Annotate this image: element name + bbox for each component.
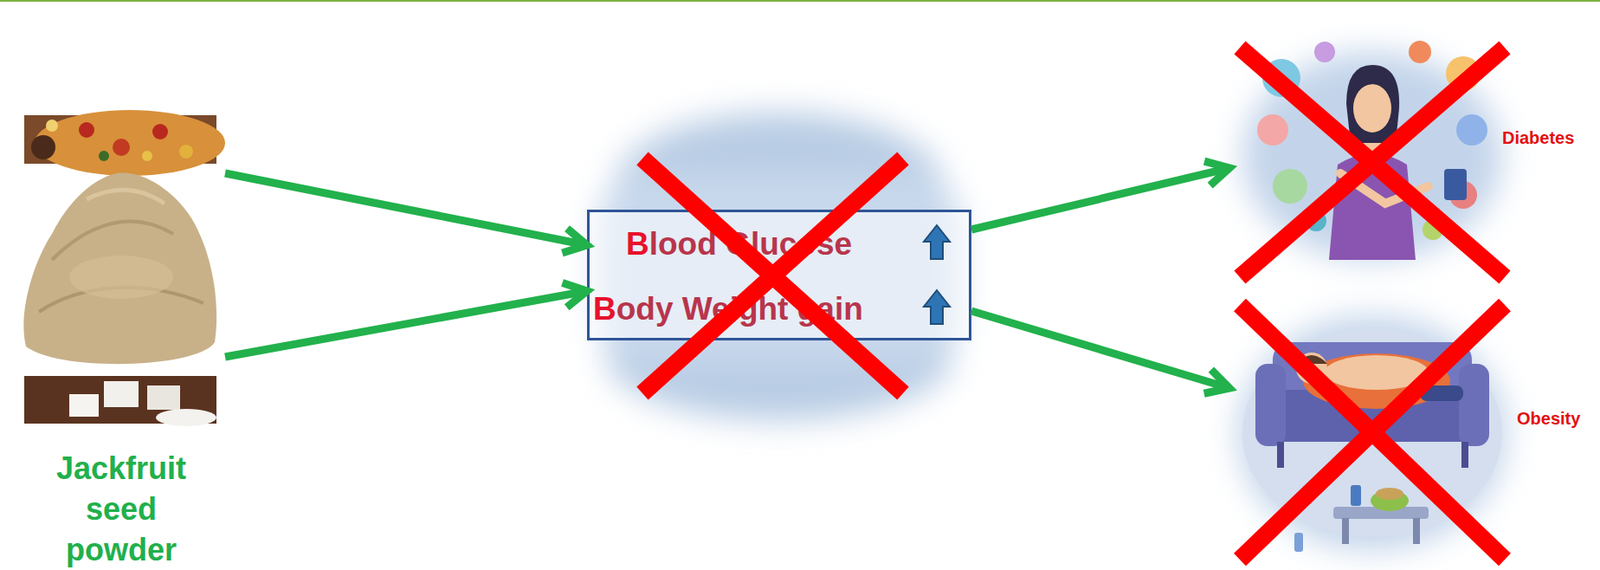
diabetes-illustration-part [1314, 41, 1336, 63]
diabetes-illustration-part [1444, 168, 1467, 200]
diabetes-illustration-part [1350, 72, 1393, 96]
diabetes-illustration-part [1408, 40, 1432, 64]
obesity-illustration-part [1341, 517, 1349, 544]
sugar-photo-part [69, 393, 99, 417]
pizza-photo-part [112, 138, 130, 156]
disease-label: Diabetes [1502, 126, 1575, 149]
diabetes-illustration-part [1346, 64, 1400, 143]
powder-photo-part [86, 189, 165, 204]
obesity-illustration-part [1350, 484, 1362, 506]
cross-mark-part [642, 158, 904, 394]
arrow-shaft [971, 310, 1230, 388]
arrow-shaft [971, 167, 1230, 230]
cross-mark-part [1239, 304, 1505, 560]
cross-mark-part [642, 158, 904, 394]
pizza-photo-part [179, 144, 194, 159]
obesity-illustration-part [1375, 487, 1404, 500]
up-arrow-symbol-part [923, 225, 950, 259]
sugar-photo-part [147, 385, 181, 410]
pizza-photo-part [152, 123, 168, 140]
diabetes-illustration-part [1272, 168, 1308, 204]
cross-mark [642, 47, 1505, 560]
powder-photo-part [23, 173, 217, 365]
flow-arrow [971, 310, 1230, 394]
disease-label: Obesity [1516, 406, 1581, 430]
obesity-illustration-part [1412, 517, 1420, 544]
arrow-head [561, 228, 588, 253]
obesity-illustration-part [1255, 363, 1286, 446]
flow-arrow [225, 283, 588, 357]
up-arrow-symbol-part [923, 290, 950, 324]
pizza-photo [24, 109, 226, 176]
arrow-head [562, 283, 588, 308]
obesity-illustration-part [1277, 441, 1284, 468]
sugar-photo [24, 375, 217, 426]
powder-photo [23, 173, 217, 365]
flow-arrow [225, 173, 588, 253]
arrow-head [1204, 369, 1230, 394]
obesity-illustration-part [1294, 532, 1304, 552]
pizza-photo-part [45, 119, 59, 132]
pizza-photo-part [78, 122, 95, 138]
cross-mark-part [1239, 47, 1505, 278]
diabetes-illustration-part [1456, 114, 1488, 146]
cross-mark-part [1239, 47, 1505, 278]
pizza-photo-part [34, 109, 226, 176]
top-rule [0, 0, 1600, 2]
diabetes-illustration-part [1353, 83, 1392, 133]
flow-arrow [971, 161, 1230, 230]
powder-photo-part [51, 221, 174, 260]
arrow-shaft [225, 290, 588, 357]
up-arrow-symbol [923, 225, 950, 324]
cross-mark-part [1239, 304, 1505, 560]
obesity-illustration-part [1458, 363, 1490, 446]
arrow-shaft [225, 173, 588, 246]
obesity-illustration-part [1461, 441, 1469, 468]
powder-photo-part [69, 255, 174, 299]
pizza-photo-part [31, 135, 56, 160]
illustration-node: Jackfruit seed powder [17, 112, 226, 570]
ingredient-label: Jackfruit seed powder [43, 447, 200, 570]
sugar-photo-part [103, 380, 139, 407]
sugar-photo-part [155, 408, 217, 426]
pizza-photo-part [98, 150, 110, 162]
arrow-head [1204, 161, 1230, 186]
diabetes-illustration-part [1257, 114, 1289, 146]
pizza-photo-part [141, 150, 153, 162]
